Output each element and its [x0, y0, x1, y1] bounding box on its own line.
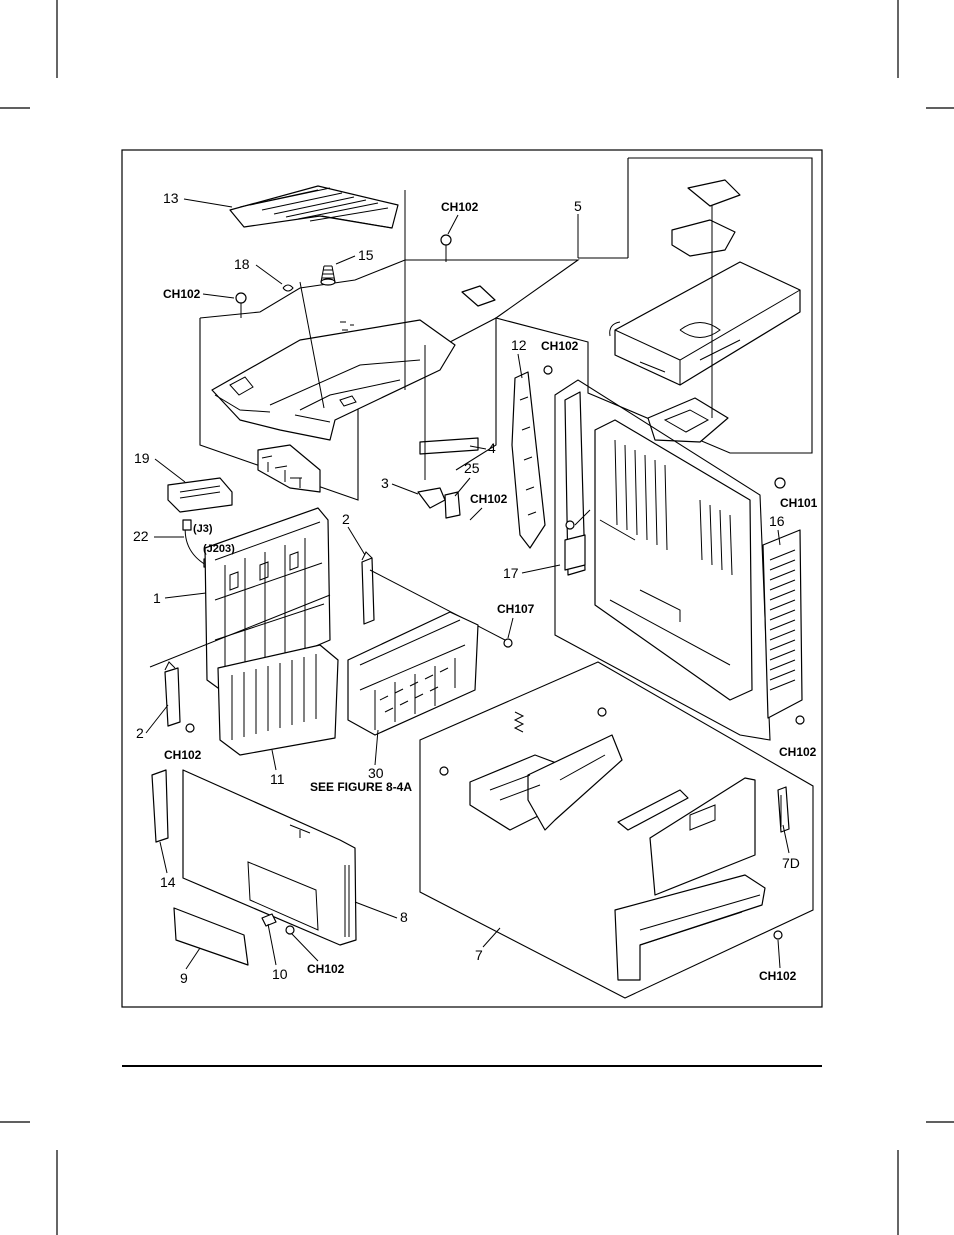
part-8-front-cover	[182, 769, 357, 946]
part-16-side-panel	[762, 529, 805, 725]
callout-ch102-h: CH102	[759, 969, 797, 983]
bracket-top	[461, 285, 496, 307]
part-15-spring	[320, 265, 336, 286]
callout-ch101: CH101	[780, 496, 818, 510]
callout-12: 12	[511, 337, 527, 353]
controller-bracket	[647, 397, 729, 443]
callout-7d: 7D	[782, 855, 800, 871]
callout-7: 7	[475, 947, 483, 963]
callout-5: 5	[574, 198, 582, 214]
callout-18: 18	[234, 256, 250, 272]
callout-ch102-g: CH102	[307, 962, 345, 976]
callout-22: 22	[133, 528, 149, 544]
part-4-plate	[419, 437, 479, 455]
callout-30: 30	[368, 765, 384, 781]
callout-8: 8	[400, 909, 408, 925]
callout-ch102-b: CH102	[441, 200, 479, 214]
part-13-top-cover	[229, 185, 399, 229]
callout-ch102-c: CH102	[541, 339, 579, 353]
callout-1: 1	[153, 590, 161, 606]
callout-see-figure: SEE FIGURE 8-4A	[310, 780, 412, 794]
part-11-duplex-guide	[185, 644, 339, 756]
callout-labels: 13 18 15 CH102 CH102 5 12 CH102 4 19 3 2…	[133, 190, 818, 986]
part-3-bracket	[417, 487, 446, 509]
callout-ch102-d: CH102	[470, 492, 508, 506]
callout-15: 15	[358, 247, 374, 263]
part-5-controller-group	[455, 157, 813, 471]
callout-ch102-e: CH102	[164, 748, 202, 762]
controller-mount	[671, 219, 736, 257]
figure-frame	[121, 149, 823, 1008]
part-14-hinge-cover	[151, 769, 169, 843]
callout-17: 17	[503, 565, 519, 581]
part-17-panel-group	[554, 379, 786, 741]
part-1-door-assembly	[204, 507, 331, 689]
callout-j3: (J3)	[193, 523, 213, 535]
upper-cover-body	[211, 319, 456, 441]
callout-16: 16	[769, 513, 785, 529]
callout-14: 14	[160, 874, 176, 890]
callout-3: 3	[381, 475, 389, 491]
callout-2-upper: 2	[342, 511, 350, 527]
callout-19: 19	[134, 450, 150, 466]
part-25-bracket	[444, 491, 461, 519]
callout-11: 11	[270, 771, 285, 787]
callout-10: 10	[272, 966, 288, 982]
callout-13: 13	[163, 190, 179, 206]
callout-2-lower: 2	[136, 725, 144, 741]
part-18-clip	[282, 284, 294, 292]
part-12-side-bracket	[511, 365, 553, 549]
part-30-fuser-assembly	[347, 611, 513, 736]
part-2-pivots	[149, 551, 506, 727]
controller-cap	[687, 179, 741, 207]
callout-9: 9	[180, 970, 188, 986]
part-7-tray-group	[419, 661, 814, 999]
callout-25: 25	[464, 460, 480, 476]
screws-top	[235, 234, 452, 318]
callout-ch102-f: CH102	[779, 745, 817, 759]
latch-pieces	[257, 444, 321, 493]
part-9-panel	[173, 907, 249, 966]
callout-ch107: CH107	[497, 602, 535, 616]
top-cover-assembly	[199, 185, 580, 519]
callout-ch102-a: CH102	[163, 287, 201, 301]
callout-4: 4	[488, 440, 496, 456]
callout-j203: (J203)	[203, 543, 235, 555]
